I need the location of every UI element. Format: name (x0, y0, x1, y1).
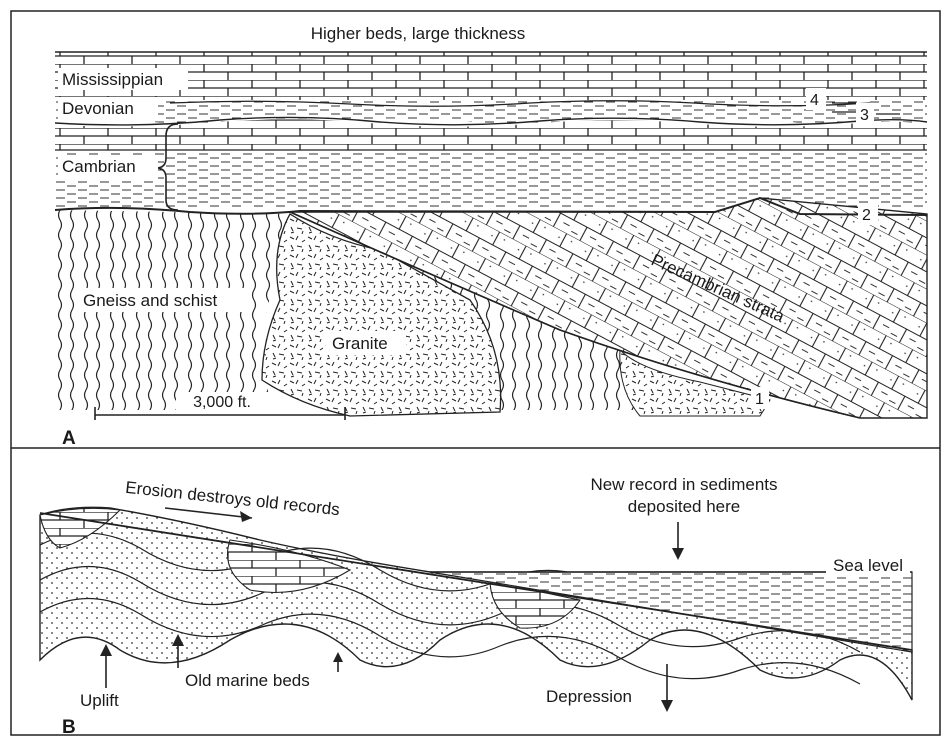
new-record-label-line1: New record in sediments (590, 475, 777, 494)
panel-a-letter: A (62, 428, 76, 449)
devonian-label: Devonian (62, 99, 134, 118)
cambrian-shale (55, 150, 927, 208)
higher-beds-label: Higher beds, large thickness (311, 24, 526, 43)
granite-label: Granite (332, 334, 388, 353)
panel-b-letter: B (62, 717, 76, 738)
new-record-label-line2: deposited here (628, 497, 740, 516)
gneiss-schist-label: Gneiss and schist (83, 291, 217, 310)
cambrian-label: Cambrian (62, 157, 136, 176)
unconformity-number-4: 4 (810, 92, 819, 109)
sea-level-label: Sea level (833, 556, 903, 575)
panel-a: Higher beds, large thickness Mississippi… (55, 24, 927, 449)
depression-label: Depression (546, 687, 632, 706)
scale-bar-label: 3,000 ft. (193, 394, 251, 411)
unconformity-number-1: 1 (755, 391, 764, 408)
mississippian-label: Mississippian (62, 70, 163, 89)
unconformity-number-3: 3 (860, 107, 869, 124)
uplift-label: Uplift (80, 691, 119, 710)
old-marine-beds-label: Old marine beds (185, 671, 310, 690)
devonian-layer (55, 100, 927, 125)
unconformity-number-2: 2 (862, 207, 871, 224)
